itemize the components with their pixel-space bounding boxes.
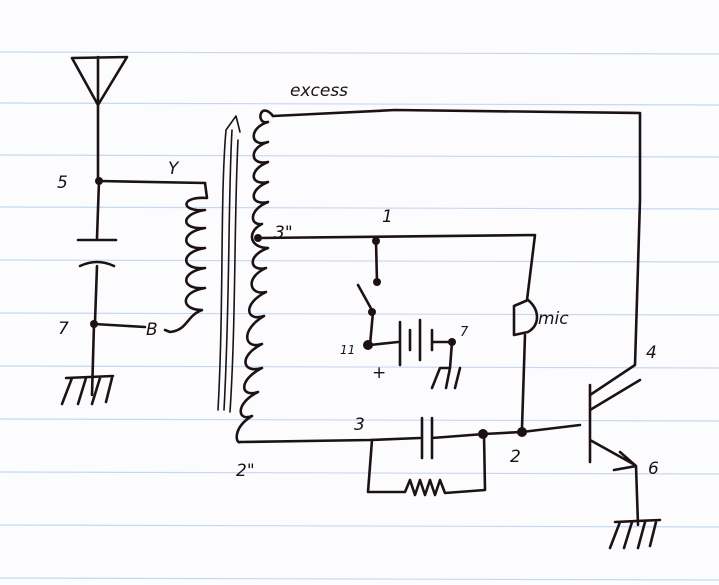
label-node-1: 1 bbox=[382, 207, 393, 227]
transformer-core bbox=[217, 115, 241, 413]
label-plus: + bbox=[372, 363, 386, 383]
label-mic: mic bbox=[538, 309, 569, 329]
ground-symbol-transistor bbox=[608, 518, 662, 550]
label-node-7-battery: 7 bbox=[460, 325, 469, 340]
secondary-coil bbox=[235, 109, 275, 444]
label-2-inch: 2" bbox=[236, 461, 255, 481]
label-excess: excess bbox=[290, 81, 348, 101]
label-y: Y bbox=[168, 159, 180, 179]
label-node-2: 2 bbox=[510, 447, 521, 467]
resistor bbox=[366, 432, 487, 497]
ground-symbol-battery bbox=[430, 340, 462, 390]
label-b: B bbox=[146, 320, 158, 340]
ground-symbol-left bbox=[60, 374, 115, 406]
capacitor-left bbox=[76, 238, 118, 324]
transistor bbox=[588, 378, 642, 527]
antenna-symbol bbox=[70, 55, 129, 182]
label-3-inch: 3" bbox=[274, 223, 293, 243]
label-node-7-left: 7 bbox=[58, 319, 69, 339]
label-node-5: 5 bbox=[57, 173, 68, 193]
primary-coil bbox=[163, 181, 209, 334]
switch-1 bbox=[374, 239, 379, 284]
label-node-6: 6 bbox=[648, 459, 659, 479]
microphone bbox=[512, 298, 539, 430]
label-node-11: 11 bbox=[340, 343, 355, 357]
label-node-3: 3 bbox=[354, 415, 365, 435]
label-node-4: 4 bbox=[646, 343, 657, 363]
paper-rules bbox=[0, 51, 719, 581]
